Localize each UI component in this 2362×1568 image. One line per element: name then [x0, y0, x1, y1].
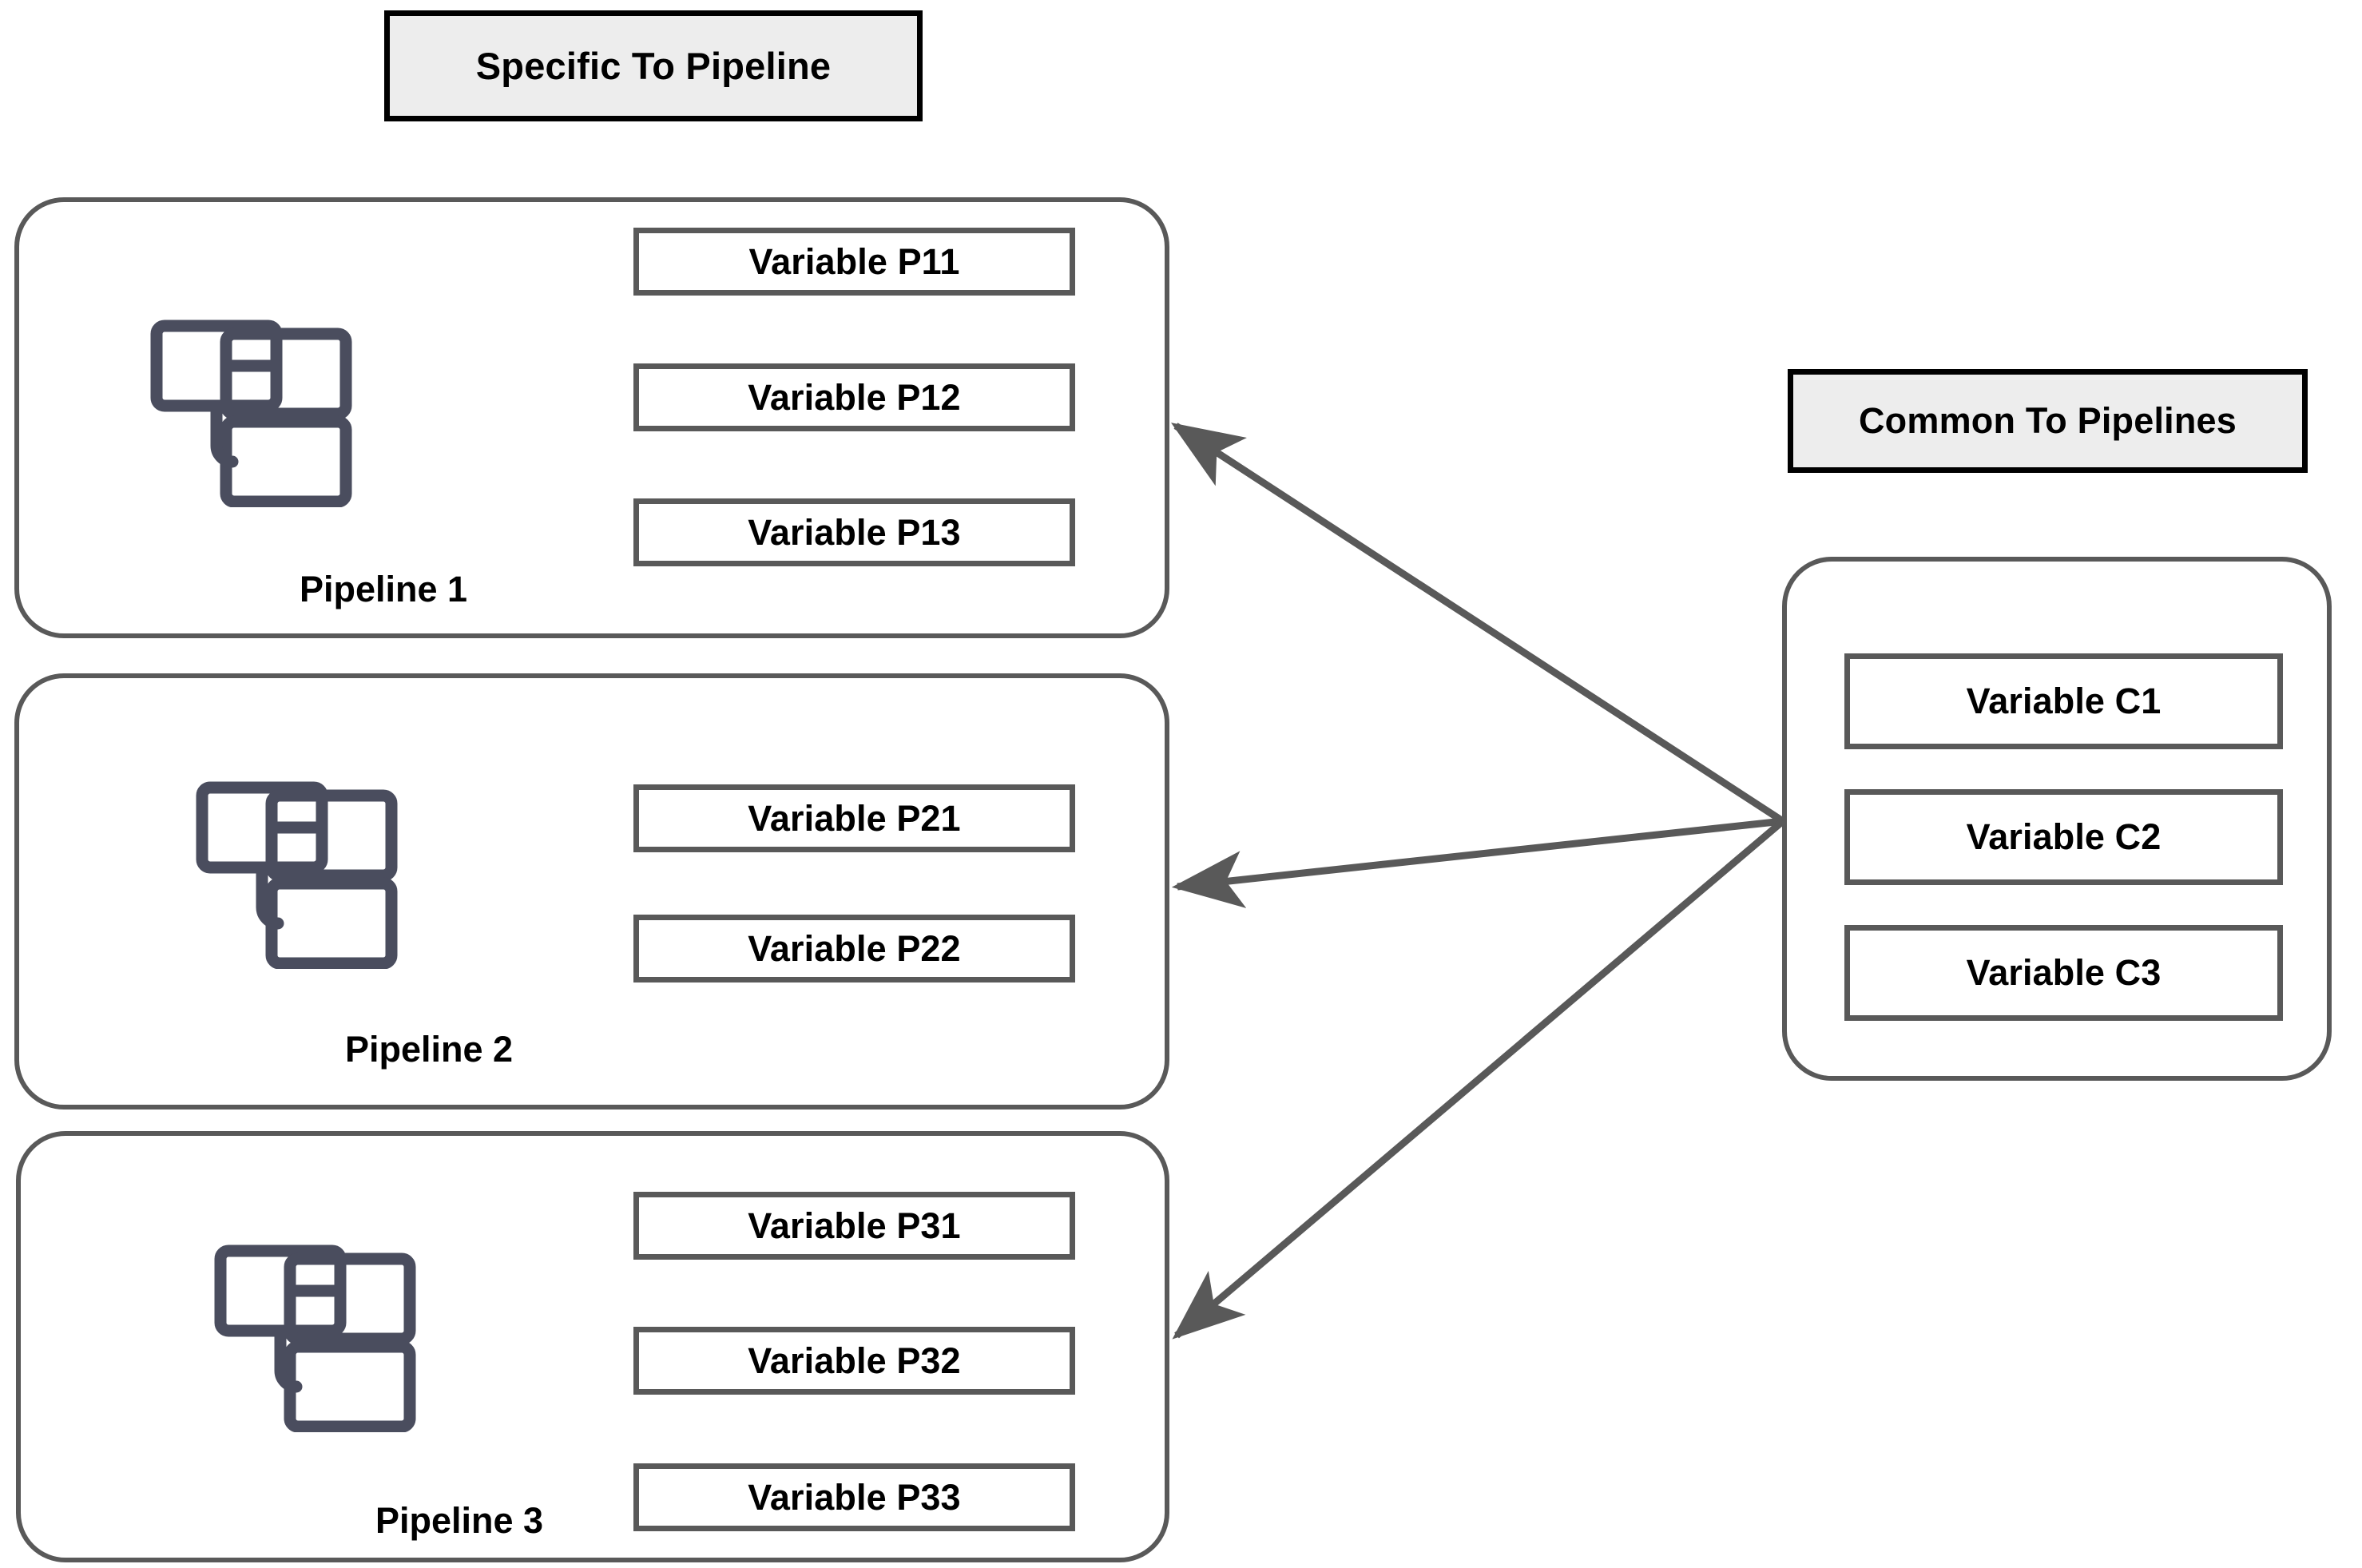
variable-box-p33: Variable P33 — [633, 1463, 1075, 1531]
variable-box-c2: Variable C2 — [1844, 789, 2283, 885]
pipeline-1-caption: Pipeline 1 — [300, 569, 468, 609]
arrow-common-to-pipeline-3 — [1172, 818, 1785, 1340]
variable-box-p21: Variable P21 — [633, 784, 1075, 852]
pipeline-3-caption: Pipeline 3 — [375, 1500, 544, 1541]
pipeline-flow-icon — [150, 320, 352, 507]
header-common-to-pipelines: Common To Pipelines — [1788, 369, 2308, 473]
variable-box-p11: Variable P11 — [633, 228, 1075, 296]
variable-box-p12: Variable P12 — [633, 363, 1075, 431]
header-specific-to-pipeline: Specific To Pipeline — [384, 10, 923, 121]
pipeline-flow-icon — [196, 781, 398, 969]
pipeline-2-panel — [14, 673, 1169, 1110]
variable-box-p22: Variable P22 — [633, 915, 1075, 982]
variable-box-c1: Variable C1 — [1844, 653, 2283, 749]
variable-box-p32: Variable P32 — [633, 1327, 1075, 1395]
pipeline-2-caption: Pipeline 2 — [345, 1029, 514, 1070]
pipeline-flow-icon — [214, 1244, 416, 1432]
arrow-common-to-pipeline-2 — [1171, 817, 1784, 908]
variable-box-p31: Variable P31 — [633, 1192, 1075, 1260]
arrow-common-to-pipeline-1 — [1170, 423, 1785, 824]
variable-box-p13: Variable P13 — [633, 498, 1075, 566]
variable-box-c3: Variable C3 — [1844, 925, 2283, 1021]
